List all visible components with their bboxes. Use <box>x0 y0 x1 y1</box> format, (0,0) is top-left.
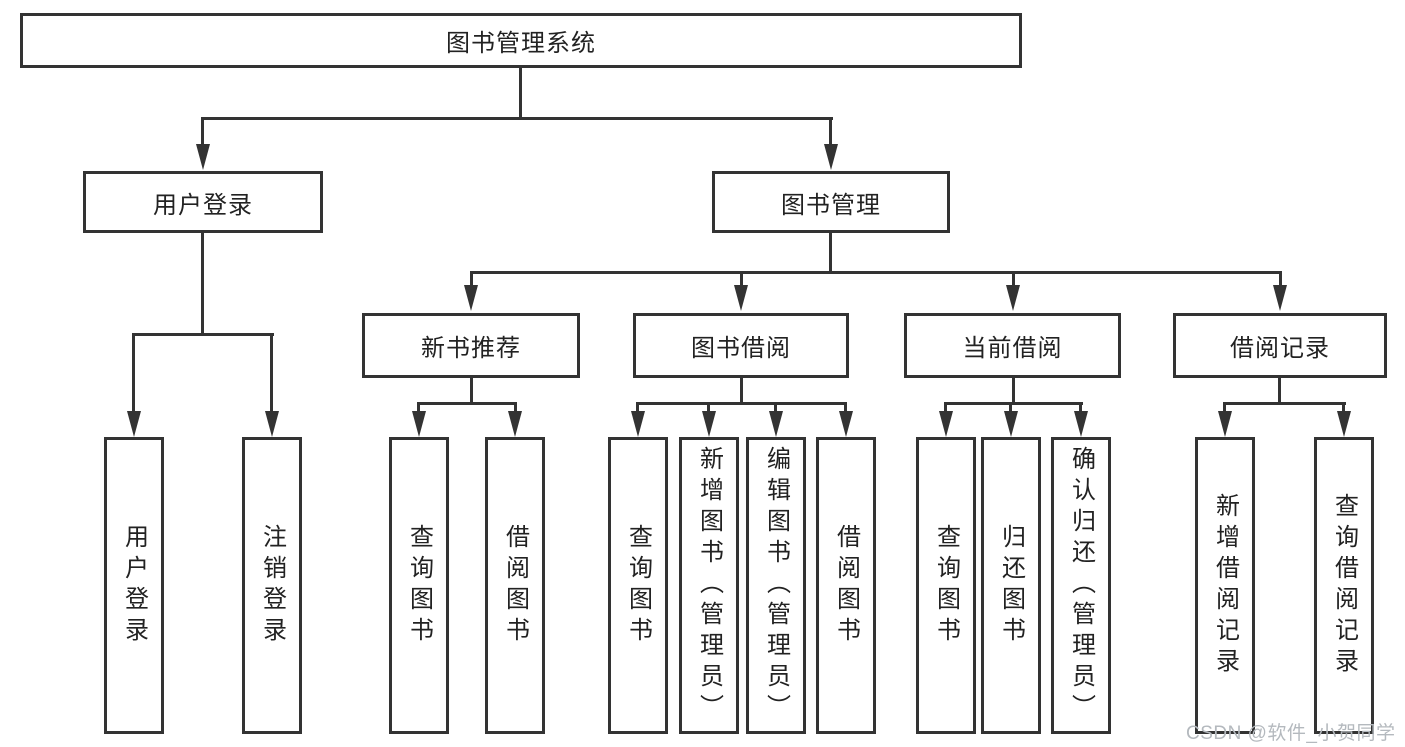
connector-drop <box>774 402 777 414</box>
connector-drop <box>132 333 135 413</box>
connector-stem <box>519 68 522 119</box>
connector-drop <box>1009 402 1012 414</box>
arrow-down-icon <box>508 411 522 437</box>
node-user-login: 用户登录 <box>83 171 323 233</box>
connector-drop <box>944 402 947 414</box>
arrow-down-icon <box>1273 285 1287 311</box>
leaf-query-books-current: 查询图书 <box>916 437 976 734</box>
arrow-down-icon <box>127 411 141 437</box>
leaf-query-borrow-record: 查询借阅记录 <box>1314 437 1374 734</box>
connector-stem <box>470 378 473 405</box>
connector-drop <box>470 271 473 287</box>
connector-crossbar <box>1223 402 1346 405</box>
connector-stem <box>1278 378 1281 405</box>
connector-drop <box>270 333 273 413</box>
leaf-borrow-books-recommend: 借阅图书 <box>485 437 545 734</box>
arrow-down-icon <box>769 411 783 437</box>
node-root: 图书管理系统 <box>20 13 1022 68</box>
leaf-add-book-admin: 新增图书（管理员） <box>679 437 739 734</box>
arrow-down-icon <box>824 144 838 170</box>
connector-crossbar <box>201 117 833 120</box>
node-borrow-records: 借阅记录 <box>1173 313 1387 378</box>
connector-stem <box>829 233 832 274</box>
arrow-down-icon <box>1337 411 1351 437</box>
leaf-add-borrow-record: 新增借阅记录 <box>1195 437 1255 734</box>
arrow-down-icon <box>1218 411 1232 437</box>
connector-drop <box>740 271 743 287</box>
connector-drop <box>201 117 204 147</box>
node-book-borrow: 图书借阅 <box>633 313 849 378</box>
leaf-user-login: 用户登录 <box>104 437 164 734</box>
connector-drop <box>514 402 517 414</box>
connector-stem <box>1012 378 1015 405</box>
leaf-edit-book-admin: 编辑图书（管理员） <box>746 437 806 734</box>
leaf-logout-login: 注销登录 <box>242 437 302 734</box>
connector-drop <box>707 402 710 414</box>
connector-crossbar <box>417 402 517 405</box>
leaf-query-books-borrow: 查询图书 <box>608 437 668 734</box>
arrow-down-icon <box>939 411 953 437</box>
leaf-query-books-recommend: 查询图书 <box>389 437 449 734</box>
connector-drop <box>417 402 420 414</box>
connector-drop <box>1079 402 1082 414</box>
arrow-down-icon <box>1006 285 1020 311</box>
arrow-down-icon <box>196 144 210 170</box>
connector-stem <box>201 233 204 336</box>
connector-crossbar <box>636 402 847 405</box>
connector-drop <box>1223 402 1226 414</box>
connector-crossbar <box>944 402 1083 405</box>
arrow-down-icon <box>734 285 748 311</box>
arrow-down-icon <box>839 411 853 437</box>
leaf-confirm-return-admin: 确认归还（管理员） <box>1051 437 1111 734</box>
arrow-down-icon <box>1004 411 1018 437</box>
connector-drop <box>829 117 832 147</box>
connector-drop <box>1342 402 1345 414</box>
arrow-down-icon <box>1074 411 1088 437</box>
connector-crossbar <box>132 333 274 336</box>
watermark: CSDN @软件_小贺同学 <box>1186 723 1396 744</box>
connector-drop <box>1279 271 1282 287</box>
leaf-borrow-books: 借阅图书 <box>816 437 876 734</box>
connector-stem <box>740 378 743 405</box>
arrow-down-icon <box>631 411 645 437</box>
node-current-borrow: 当前借阅 <box>904 313 1121 378</box>
arrow-down-icon <box>412 411 426 437</box>
arrow-down-icon <box>702 411 716 437</box>
node-book-management: 图书管理 <box>712 171 950 233</box>
connector-drop <box>1012 271 1015 287</box>
connector-drop <box>844 402 847 414</box>
arrow-down-icon <box>464 285 478 311</box>
connector-drop <box>636 402 639 414</box>
connector-crossbar <box>470 271 1282 274</box>
arrow-down-icon <box>265 411 279 437</box>
leaf-return-books: 归还图书 <box>981 437 1041 734</box>
node-new-book-recommend: 新书推荐 <box>362 313 580 378</box>
